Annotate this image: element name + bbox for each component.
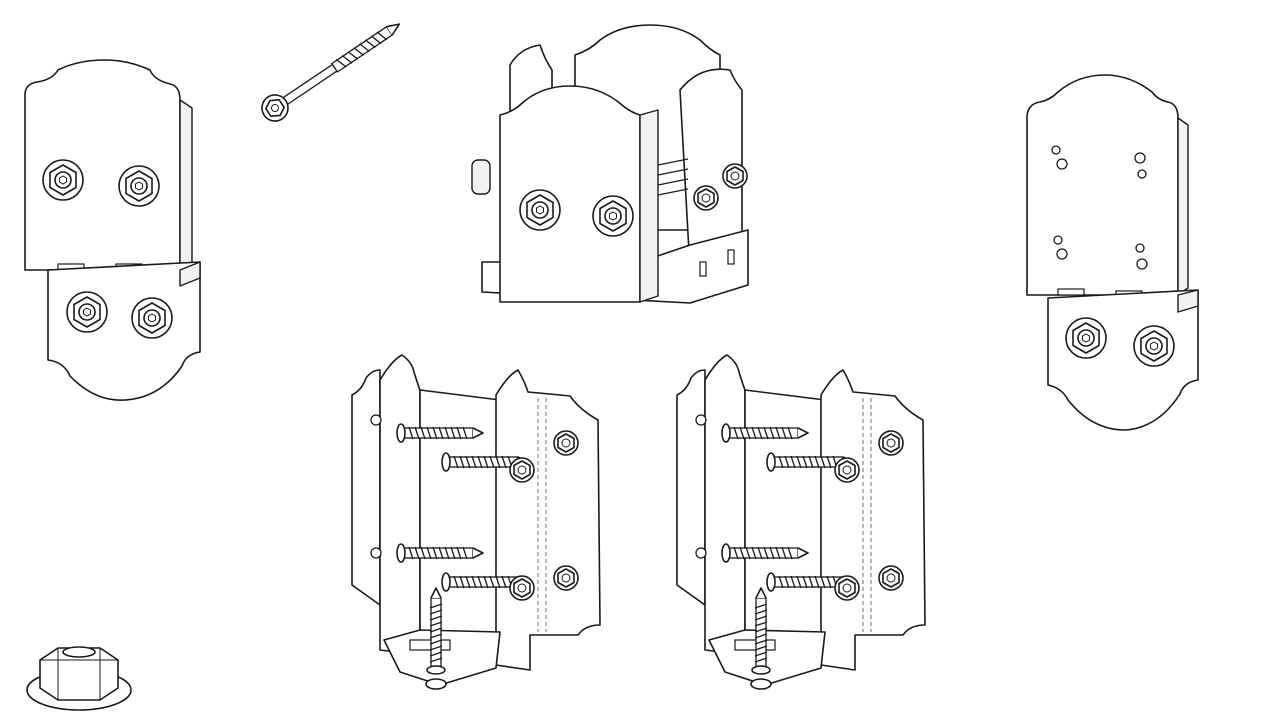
elbow-bracket-right [1026, 74, 1199, 431]
u-bracket-right [676, 354, 926, 690]
flange-nut [26, 646, 132, 711]
u-bracket-left [351, 354, 601, 690]
elbow-bracket-left [24, 59, 201, 401]
post-base-box [471, 24, 749, 304]
hex-lag-screw [261, 23, 401, 122]
